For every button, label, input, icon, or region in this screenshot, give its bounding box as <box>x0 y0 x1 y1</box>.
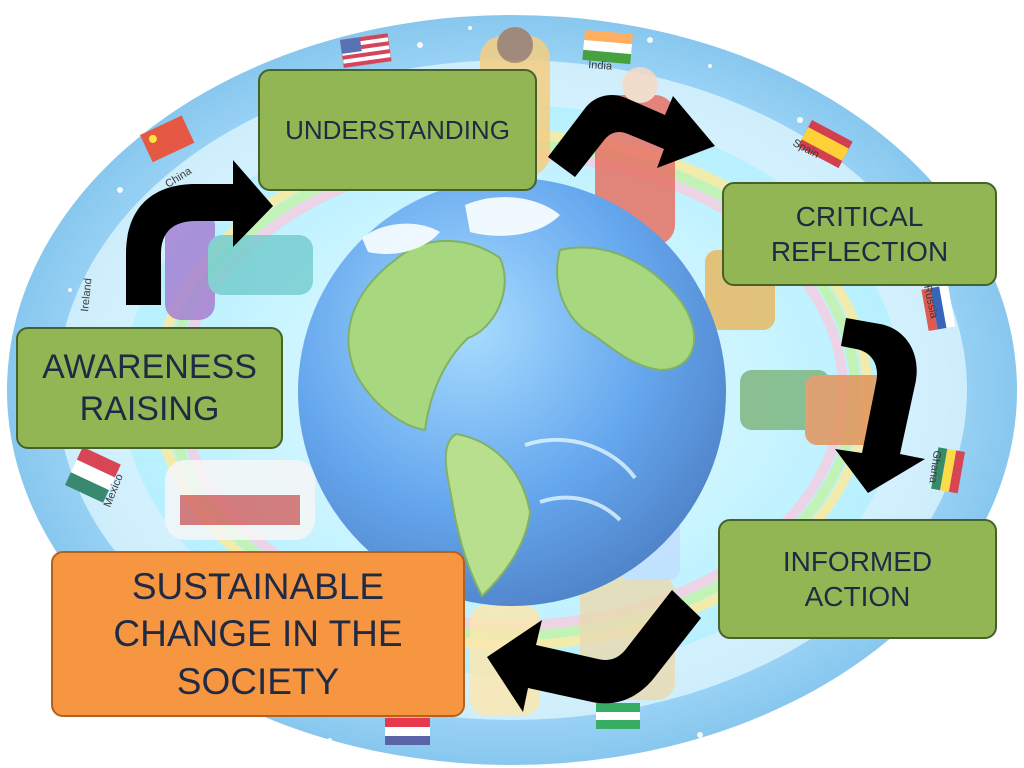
arrow-understanding-to-critical-reflection <box>548 95 715 177</box>
country-label-ireland: Ireland <box>79 278 94 313</box>
critical-reflection-box: CRITICAL REFLECTION <box>722 182 997 286</box>
understanding-box: UNDERSTANDING <box>258 69 537 191</box>
country-label-ghana: Ghana <box>926 450 943 485</box>
arrow-critical-reflection-to-informed-action <box>835 318 925 493</box>
globe-icon <box>298 178 726 606</box>
arrow-awareness-to-understanding <box>126 160 273 305</box>
awareness-raising-box: AWARENESS RAISING <box>16 327 283 449</box>
informed-action-box: INFORMED ACTION <box>718 519 997 639</box>
country-label-india: India <box>588 59 614 73</box>
arrow-informed-action-to-sustainable-change <box>487 590 701 712</box>
sustainable-change-box: SUSTAINABLE CHANGE IN THE SOCIETY <box>51 551 465 717</box>
flag-icons <box>65 30 965 745</box>
